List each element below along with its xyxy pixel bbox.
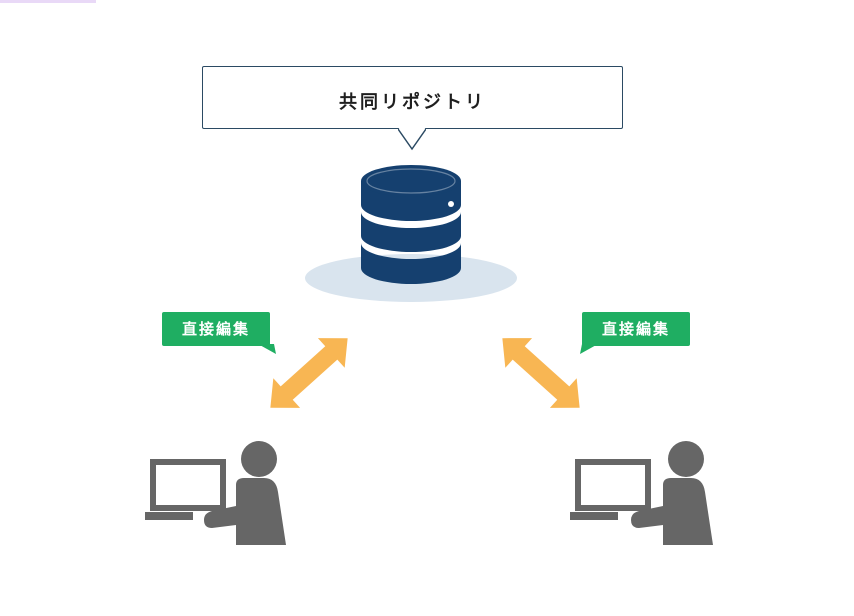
- person-at-computer-icon-left: [145, 441, 286, 545]
- edit-tag-right: 直接編集: [582, 312, 690, 346]
- person-at-computer-icon-right: [570, 441, 713, 545]
- tag-left-shape: [162, 312, 276, 354]
- corner-strip: [0, 0, 96, 3]
- tag-right-shape: [580, 312, 690, 354]
- edit-tag-left-label: 直接編集: [181, 320, 250, 338]
- repository-callout: 共同リポジトリ: [202, 66, 623, 129]
- repository-label: 共同リポジトリ: [339, 92, 486, 113]
- double-arrow-icon-left: [270, 338, 348, 408]
- double-arrow-icon-right: [502, 338, 580, 408]
- callout-tail: [398, 127, 426, 151]
- edit-tag-left: 直接編集: [162, 312, 270, 346]
- database-icon: [305, 165, 517, 302]
- edit-tag-right-label: 直接編集: [601, 320, 670, 338]
